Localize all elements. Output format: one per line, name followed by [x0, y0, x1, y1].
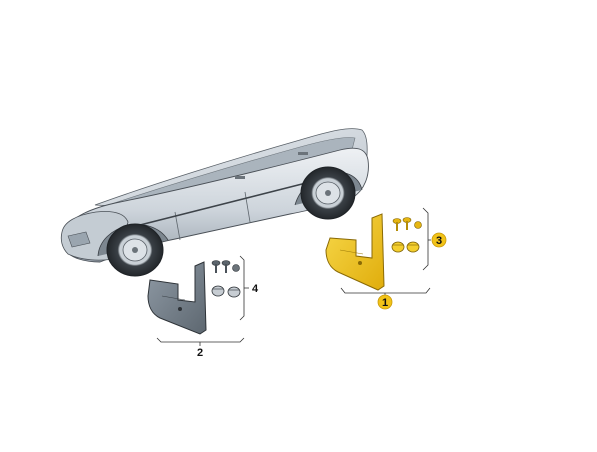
front-flap-hardware	[211, 260, 241, 298]
bracket-4	[239, 255, 245, 321]
screw-icon	[211, 260, 221, 273]
clip-icon	[391, 241, 405, 253]
car-headlight	[67, 231, 91, 248]
callout-2: 2	[197, 347, 203, 359]
front-mud-flap	[147, 261, 207, 335]
bracket-2	[156, 337, 245, 343]
callout-4: 4	[252, 283, 259, 295]
bracket-3	[422, 207, 429, 271]
leader-lines	[156, 207, 431, 346]
callout-4-label: 4	[252, 283, 259, 295]
door-handle-1	[235, 176, 245, 179]
screw-icon	[221, 260, 231, 273]
rear-mud-flap	[325, 213, 385, 291]
nut-icon	[232, 264, 240, 272]
callout-2-label: 2	[197, 347, 203, 359]
car-illustration	[60, 128, 369, 277]
door-handle-2	[298, 152, 308, 155]
rear-flap-hardware	[391, 217, 422, 253]
screw-icon	[402, 217, 412, 230]
nut-icon	[414, 221, 422, 229]
clip-icon	[211, 285, 225, 297]
side-trim	[139, 181, 311, 226]
rear-wheel	[300, 166, 356, 220]
door-line-mid	[244, 191, 251, 223]
callout-1-label: 1	[382, 297, 388, 309]
front-wheel	[106, 223, 164, 277]
screw-icon	[392, 218, 402, 231]
clip-icon	[406, 241, 420, 253]
callout-3-label: 3	[436, 235, 442, 247]
clip-icon	[227, 286, 241, 298]
bracket-1	[340, 287, 431, 294]
callout-1: 1	[377, 294, 393, 310]
callout-3: 3	[431, 232, 447, 248]
